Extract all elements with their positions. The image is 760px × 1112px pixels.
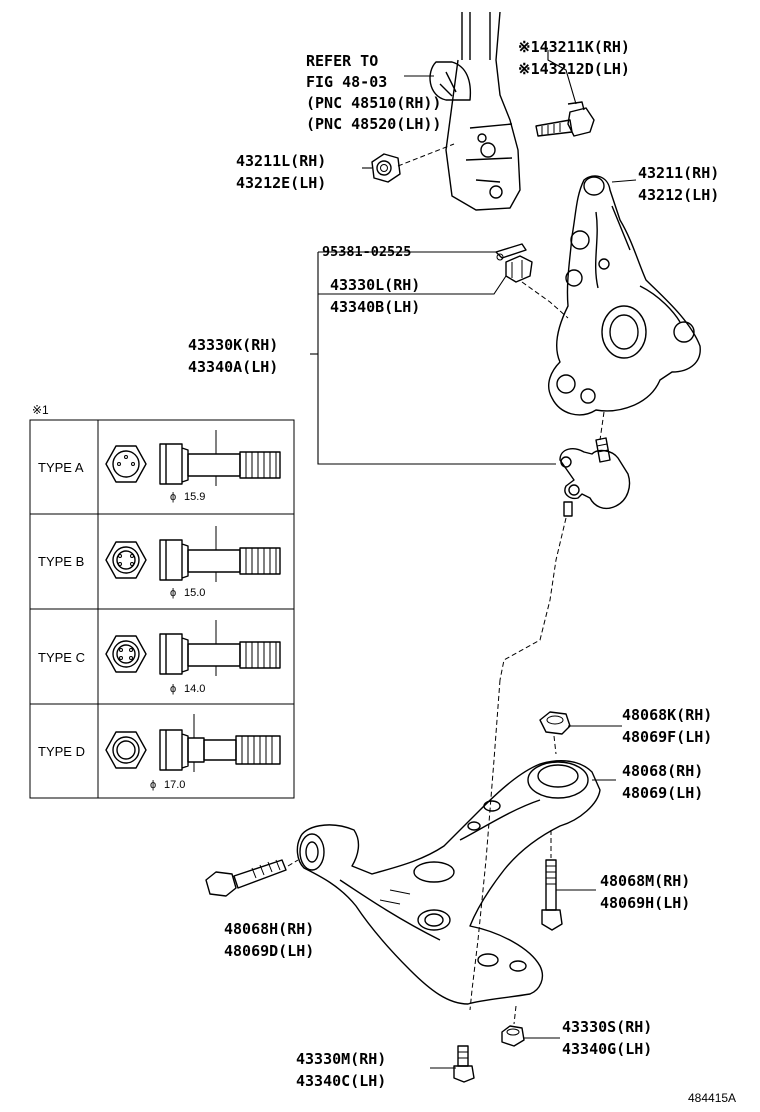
steering-knuckle-drawing [548, 175, 701, 416]
refer-line-3: (PNC 48510(RH)) [306, 94, 441, 112]
label-castle-nut-lh: 43340B(LH) [330, 298, 420, 316]
strut-assembly-drawing [429, 11, 521, 211]
label-ball-joint-rh: 43330K(RH) [188, 336, 278, 354]
label-knuckle-rh: 43211(RH) [638, 164, 719, 182]
castle-nut-drawing [505, 255, 533, 283]
label-nut-rh: 43211L(RH) [236, 152, 326, 170]
label-front-bolt-rh: 48068H(RH) [224, 920, 314, 938]
type-d-bolt-drawing [105, 714, 281, 772]
type-a-bolt-drawing [105, 430, 281, 486]
cotter-pin-drawing [495, 243, 527, 261]
type-b-bolt-drawing [105, 526, 281, 582]
label-rear-bolt-rh: 48068M(RH) [600, 872, 690, 890]
label-knuckle-lh: 43212(LH) [638, 186, 719, 204]
lower-control-arm-drawing [296, 760, 601, 1005]
type-label-c: TYPE C [38, 650, 85, 665]
label-nut-lh: 43212E(LH) [236, 174, 326, 192]
label-lower-bolt-rh: 43330M(RH) [296, 1050, 386, 1068]
upper-nut-drawing [371, 153, 401, 183]
refer-line-1: REFER TO [306, 52, 378, 70]
phi-d: ϕ [150, 779, 156, 791]
diameter-d: 17.0 [164, 779, 185, 791]
upper-bolt-drawing [535, 101, 595, 137]
type-c-bolt-drawing [105, 620, 281, 676]
label-bushing-lh: 48069(LH) [622, 784, 703, 802]
label-front-bolt-lh: 48069D(LH) [224, 942, 314, 960]
phi-c: ϕ [170, 683, 176, 695]
label-top-nut-rh: 48068K(RH) [622, 706, 712, 724]
table-note-mark: ※1 [32, 403, 49, 417]
label-top-nut-lh: 48069F(LH) [622, 728, 712, 746]
front-bolt-drawing [205, 859, 287, 897]
type-label-b: TYPE B [38, 554, 84, 569]
bolt-type-table [29, 419, 295, 799]
label-bushing-rh: 48068(RH) [622, 762, 703, 780]
rear-bolt-drawing [541, 859, 563, 931]
label-ball-joint-lh: 43340A(LH) [188, 358, 278, 376]
type-label-a: TYPE A [38, 460, 84, 475]
phi-a: ϕ [170, 491, 176, 503]
refer-line-4: (PNC 48520(LH)) [306, 115, 441, 133]
label-lower-nut-lh: 43340G(LH) [562, 1040, 652, 1058]
label-rear-bolt-lh: 48069H(LH) [600, 894, 690, 912]
lower-bolt-drawing [453, 1045, 475, 1083]
diameter-a: 15.9 [184, 491, 205, 503]
label-bolt-lh: ※143212D(LH) [518, 60, 630, 78]
label-lower-bolt-lh: 43340C(LH) [296, 1072, 386, 1090]
diameter-b: 15.0 [184, 587, 205, 599]
label-cotter-pin: 95381-02525 [322, 244, 411, 260]
top-nut-drawing [539, 711, 571, 735]
phi-b: ϕ [170, 587, 176, 599]
label-bolt-rh: ※143211K(RH) [518, 38, 630, 56]
diameter-c: 14.0 [184, 683, 205, 695]
label-lower-nut-rh: 43330S(RH) [562, 1018, 652, 1036]
figure-number: 484415A [688, 1091, 736, 1105]
ball-joint-drawing [559, 437, 631, 517]
label-castle-nut-rh: 43330L(RH) [330, 276, 420, 294]
refer-line-2: FIG 48-03 [306, 73, 387, 91]
lower-nut-drawing [501, 1025, 525, 1047]
type-label-d: TYPE D [38, 744, 85, 759]
